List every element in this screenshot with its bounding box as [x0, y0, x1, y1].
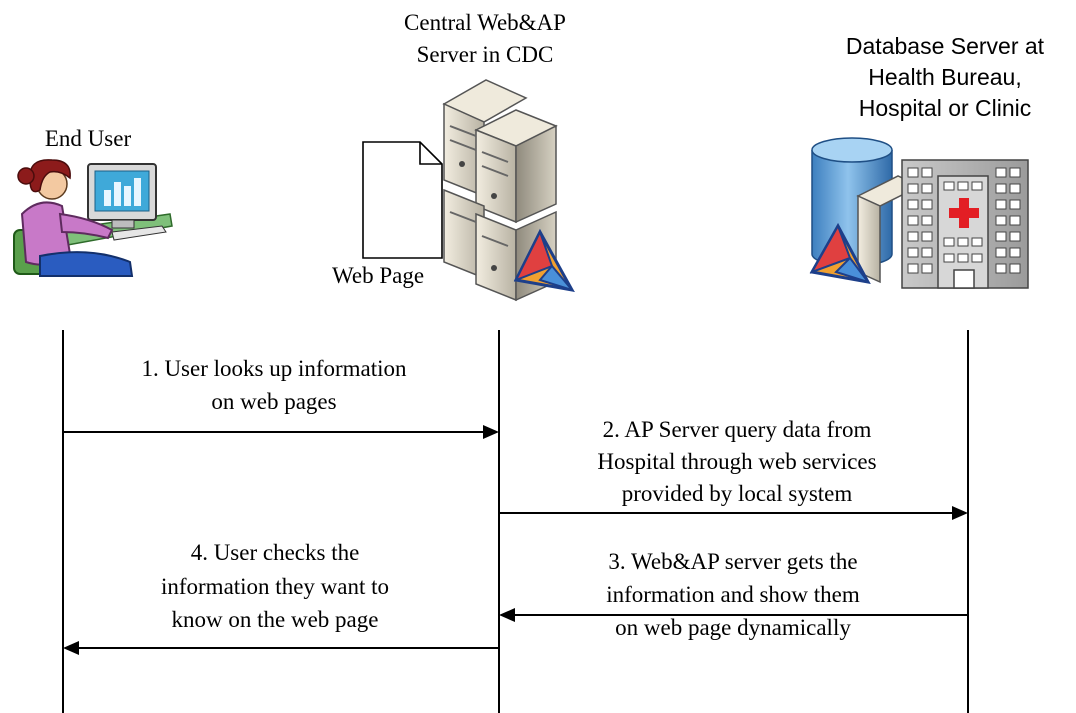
- message-2: 2. AP Server query data from Hospital th…: [499, 417, 968, 520]
- server-rack-icon: [442, 79, 575, 302]
- web-server-actor: Central Web&AP Server in CDC Web Page: [332, 10, 575, 302]
- web-page-label: Web Page: [332, 263, 424, 288]
- database-label-line-2: Health Bureau,: [868, 64, 1021, 90]
- message-3-arrowhead: [499, 608, 515, 622]
- message-4: 4. User checks the information they want…: [63, 540, 499, 655]
- message-4-line-3: know on the web page: [172, 607, 379, 632]
- message-3-line-1: 3. Web&AP server gets the: [608, 549, 857, 574]
- message-2-line-3: provided by local system: [622, 481, 853, 506]
- message-4-line-1: 4. User checks the: [191, 540, 360, 565]
- message-2-line-2: Hospital through web services: [597, 449, 876, 474]
- end-user-label: End User: [45, 126, 132, 151]
- web-server-label-line-1: Central Web&AP: [404, 10, 566, 35]
- message-1: 1. User looks up information on web page…: [63, 356, 499, 439]
- message-1-line-1: 1. User looks up information: [141, 356, 407, 381]
- hospital-cross-icon: [949, 198, 979, 228]
- application-prism-icon: [513, 228, 575, 293]
- message-1-arrowhead: [483, 425, 499, 439]
- database-label-line-3: Hospital or Clinic: [859, 95, 1032, 121]
- message-4-arrowhead: [63, 641, 79, 655]
- web-page-document-icon: [362, 141, 443, 259]
- end-user-actor: End User: [13, 126, 173, 277]
- message-1-line-2: on web pages: [211, 389, 336, 414]
- database-label-line-1: Database Server at: [846, 33, 1045, 59]
- database-hospital-icon: [809, 137, 1029, 289]
- message-4-line-2: information they want to: [161, 574, 389, 599]
- message-3: 3. Web&AP server gets the information an…: [499, 549, 968, 640]
- message-3-line-2: information and show them: [606, 582, 860, 607]
- end-user-computer-icon: [13, 159, 173, 277]
- web-server-label-line-2: Server in CDC: [417, 42, 554, 67]
- database-actor: Database Server at Health Bureau, Hospit…: [809, 33, 1045, 289]
- message-2-arrowhead: [952, 506, 968, 520]
- database-application-prism-icon: [809, 222, 871, 285]
- message-3-line-3: on web page dynamically: [615, 615, 851, 640]
- message-2-line-1: 2. AP Server query data from: [603, 417, 872, 442]
